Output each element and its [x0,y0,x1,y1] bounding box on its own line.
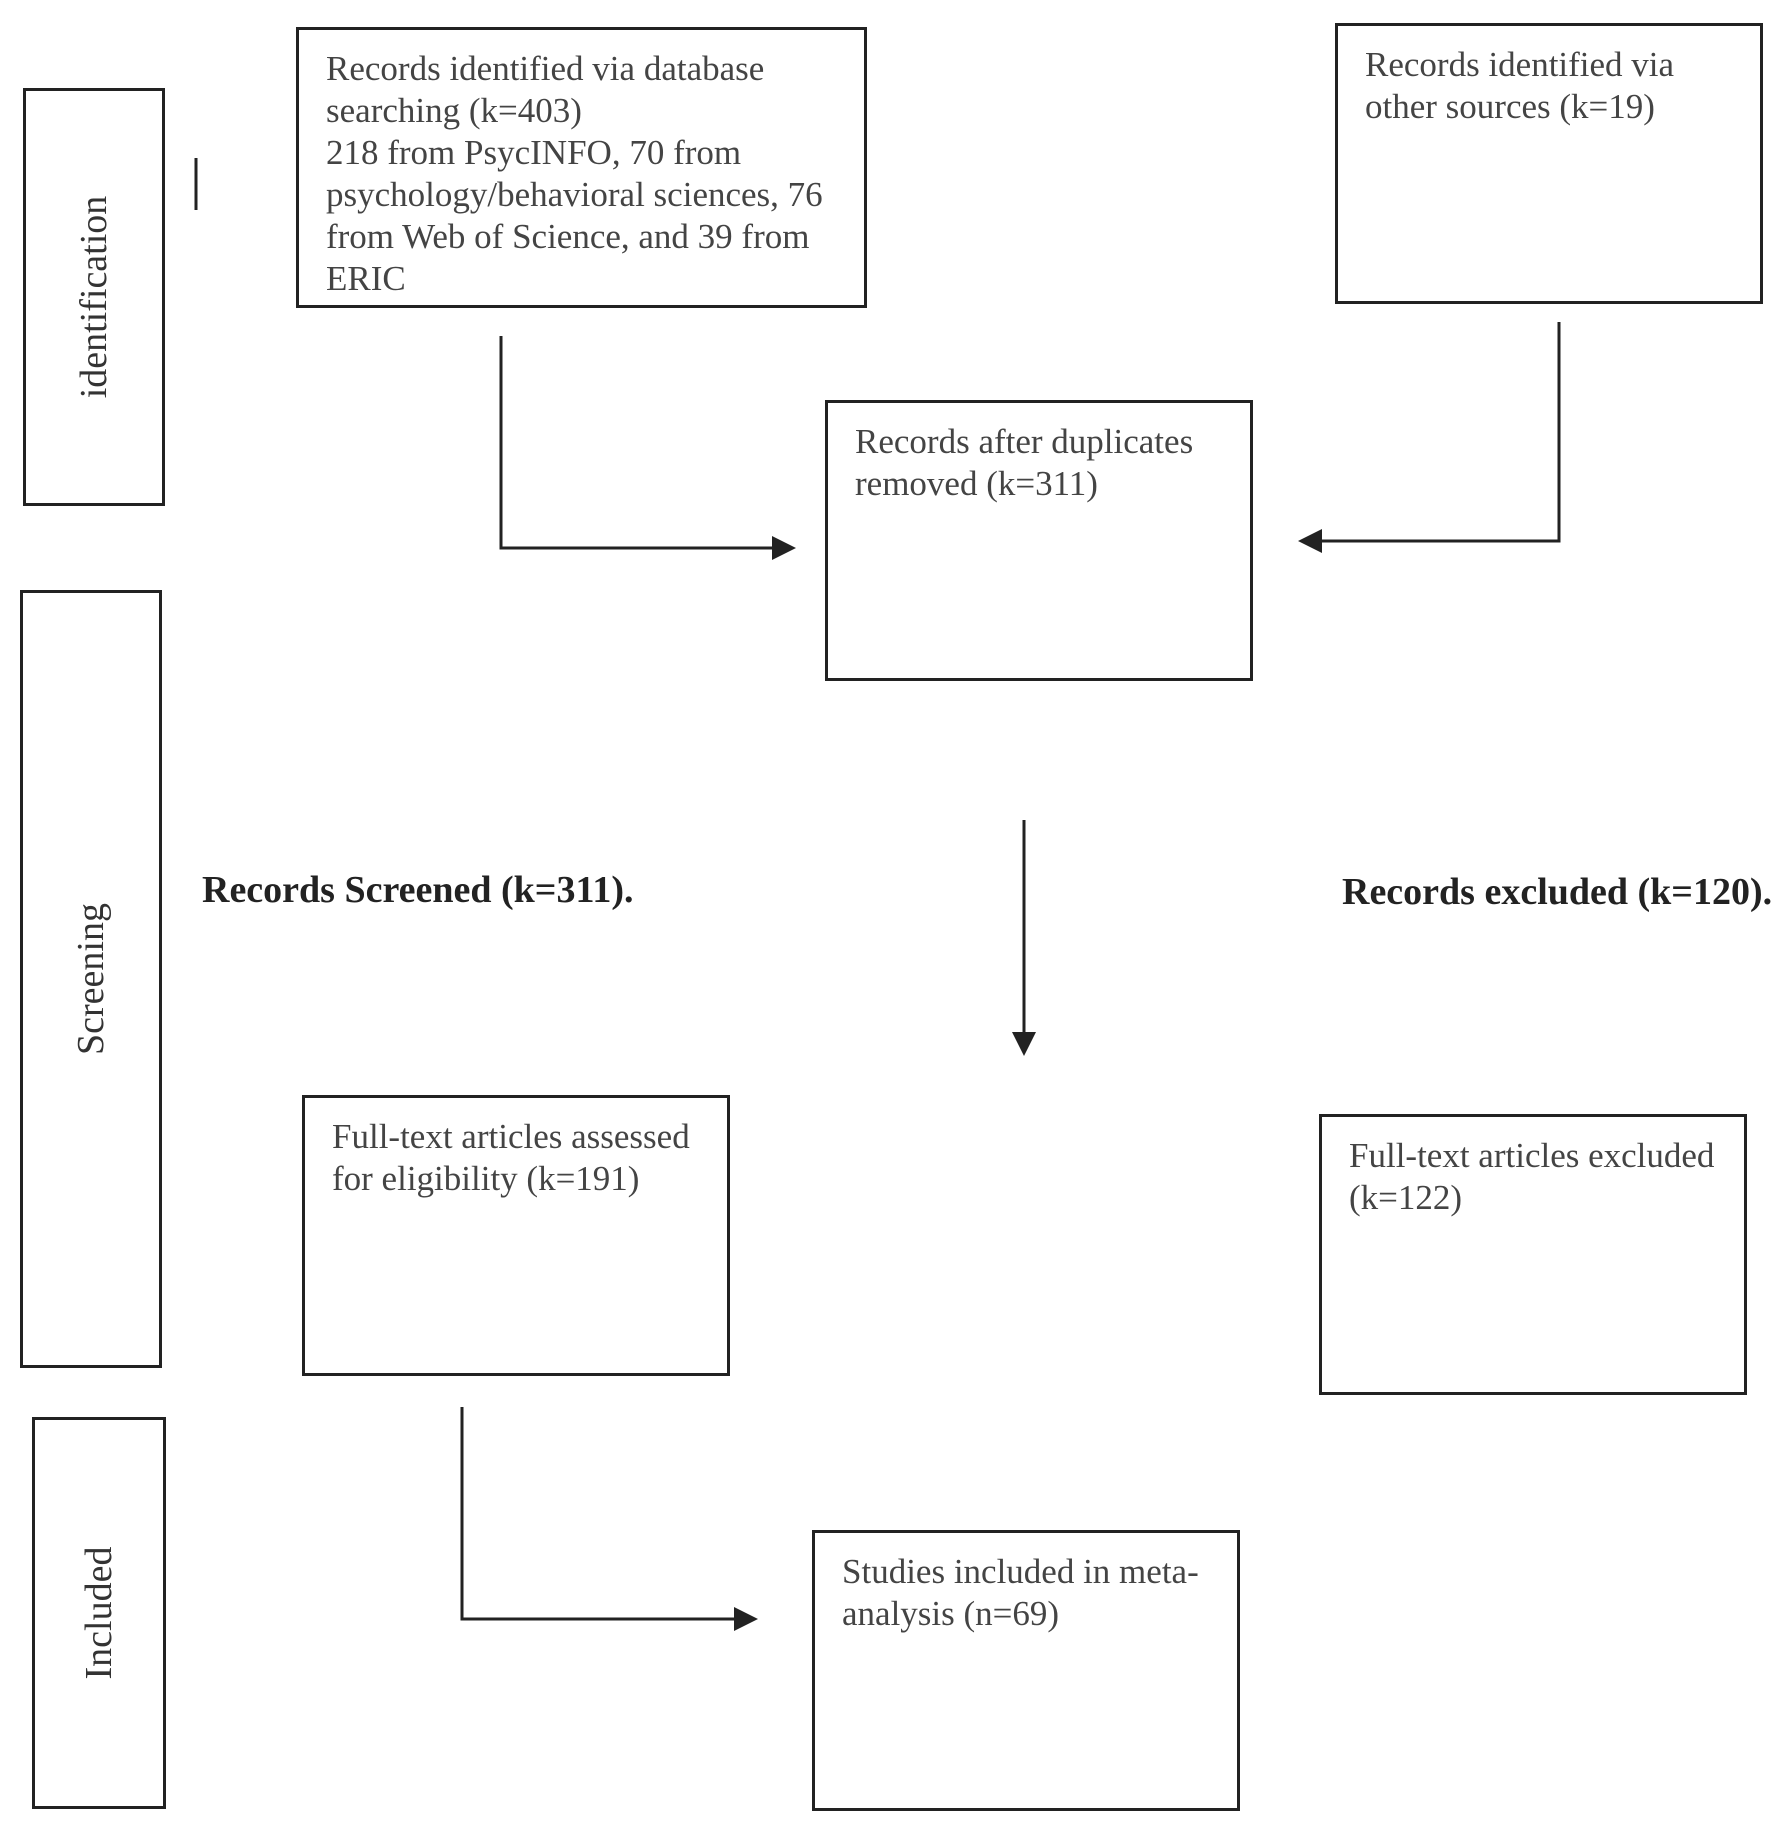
database-search-box: Records identified via database searchin… [296,27,867,308]
arrowhead-database-to-duplicates [772,536,796,560]
duplicates-removed-text: Records after duplicates removed (k=311) [855,422,1194,503]
stage-screening: Screening [20,590,162,1368]
records-excluded-label: Records excluded (k=120). [1342,871,1772,913]
full-text-excluded-box: Full-text articles excluded (k=122) [1319,1114,1747,1395]
records-screened-label: Records Screened (k=311). [202,869,634,911]
studies-included-box: Studies included in meta-analysis (n=69) [812,1530,1240,1811]
database-search-text: Records identified via database searchin… [326,49,823,298]
full-text-excluded-text: Full-text articles excluded (k=122) [1349,1136,1715,1217]
studies-included-text: Studies included in meta-analysis (n=69) [842,1552,1199,1633]
other-sources-box: Records identified via other sources (k=… [1335,23,1763,304]
arrowhead-duplicates-down [1012,1032,1036,1056]
full-text-assessed-box: Full-text articles assessed for eligibil… [302,1095,730,1376]
arrow-assessed-to-included [460,1407,738,1621]
arrow-database-to-duplicates [499,336,778,550]
arrow-other-to-duplicates [1318,322,1561,543]
arrowhead-assessed-to-included [734,1607,758,1631]
full-text-assessed-text: Full-text articles assessed for eligibil… [332,1117,690,1198]
stage-included: Included [32,1417,166,1809]
other-sources-text: Records identified via other sources (k=… [1365,45,1675,126]
duplicates-removed-box: Records after duplicates removed (k=311) [825,400,1253,681]
arrowhead-other-to-duplicates [1298,529,1322,553]
stage-identification: identification [23,88,165,506]
